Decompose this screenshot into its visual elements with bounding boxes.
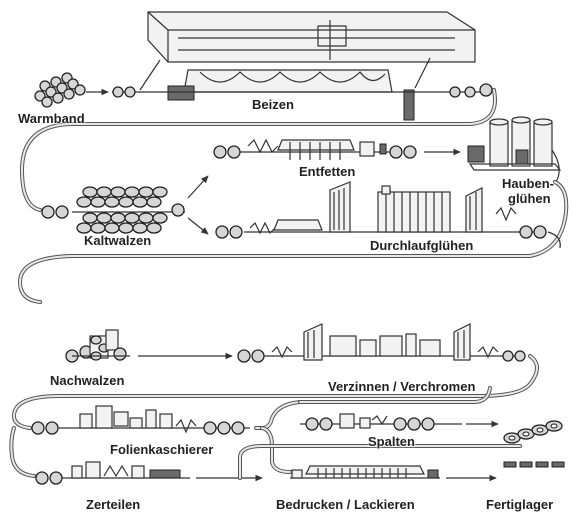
- label-verzinnen: Verzinnen / Verchromen: [328, 379, 475, 394]
- warmband-coils: [35, 73, 85, 107]
- label-bedrucken: Bedrucken / Lackieren: [276, 497, 415, 512]
- label-durchlaufgluehen: Durchlaufglühen: [370, 238, 473, 253]
- label-haubengluehen-2: glühen: [508, 191, 551, 206]
- durchlaufgluehen-line: [216, 182, 546, 238]
- kaltwalzen-mill: [42, 187, 185, 233]
- spalten-line: [300, 414, 462, 430]
- label-kaltwalzen: Kaltwalzen: [84, 233, 151, 248]
- label-fertiglager: Fertiglager: [486, 497, 553, 512]
- label-folienkaschierer: Folienkaschierer: [110, 442, 213, 457]
- folienkaschierer-line: [32, 406, 250, 434]
- label-zerteilen: Zerteilen: [86, 497, 140, 512]
- zerteilen-line: [36, 462, 190, 484]
- nachwalzen-mill: [66, 330, 130, 362]
- label-haubengluehen-1: Hauben-: [502, 176, 554, 191]
- label-nachwalzen: Nachwalzen: [50, 373, 124, 388]
- label-entfetten: Entfetten: [299, 164, 355, 179]
- label-spalten: Spalten: [368, 434, 415, 449]
- label-warmband: Warmband: [18, 111, 85, 126]
- entfetten-line: [214, 140, 416, 160]
- beizen-line: [140, 12, 475, 120]
- label-beizen: Beizen: [252, 97, 294, 112]
- bedrucken-line: [290, 466, 440, 478]
- verzinnen-line: [238, 324, 525, 362]
- haubengluehen-furnaces: [468, 117, 560, 170]
